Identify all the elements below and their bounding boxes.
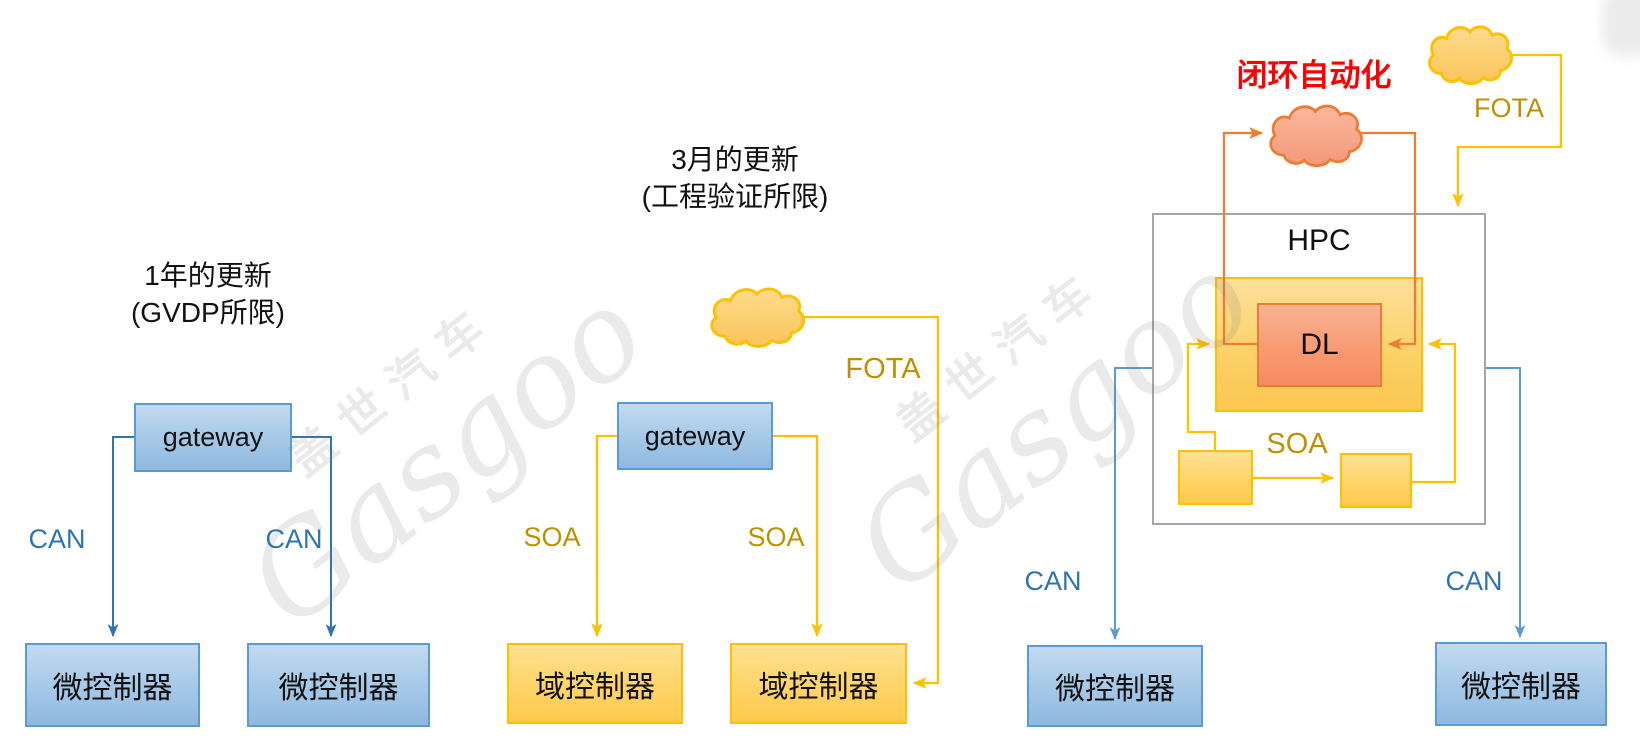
corner-gray-blob [1602, 0, 1640, 56]
fota-label-right: FOTA [1474, 93, 1544, 123]
closed-loop-label: 闭环自动化 [1236, 58, 1392, 93]
can-label-right-2: CAN [1445, 566, 1503, 596]
gateway-box-left: gateway [134, 403, 292, 472]
left-title-line2: (GVDP所限) [130, 296, 285, 328]
fota-cloud-middle [710, 287, 806, 348]
fota-connector-right [1452, 53, 1563, 208]
can-label-left-2: CAN [265, 524, 323, 554]
soa-label-mid-1: SOA [523, 522, 581, 552]
domain-controller-box-1: 域控制器 [507, 643, 683, 724]
soa-label-hpc: SOA [1266, 428, 1328, 460]
soa-service-box-right [1340, 453, 1412, 508]
can-connector-right-1 [1109, 367, 1152, 641]
soa-service-box-left [1178, 450, 1253, 505]
dl-box: DL [1257, 303, 1382, 387]
left-title-line1: 1年的更新 [144, 260, 272, 291]
microcontroller-box-2: 微控制器 [247, 643, 430, 727]
middle-title-line2: (工程验证所限) [641, 180, 829, 212]
microcontroller-box-1: 微控制器 [25, 643, 200, 727]
microcontroller-box-4: 微控制器 [1435, 642, 1607, 726]
left-section-title: 1年的更新 (GVDP所限) [58, 258, 358, 332]
hpc-label: HPC [1287, 224, 1351, 257]
fota-cloud-right [1428, 25, 1513, 86]
domain-controller-box-2: 域控制器 [730, 643, 907, 724]
fota-label-middle: FOTA [845, 353, 921, 385]
soa-label-mid-2: SOA [747, 522, 805, 552]
can-label-left-1: CAN [28, 524, 86, 554]
middle-section-title: 3月的更新 (工程验证所限) [559, 142, 911, 216]
microcontroller-box-3: 微控制器 [1027, 645, 1203, 727]
middle-title-line1: 3月的更新 [671, 144, 799, 175]
gateway-box-middle: gateway [617, 402, 773, 470]
soa-connector-mid-1 [591, 434, 617, 638]
can-label-right-1: CAN [1024, 566, 1082, 596]
can-connector-left-1 [107, 436, 134, 638]
closed-loop-cloud [1269, 104, 1363, 168]
